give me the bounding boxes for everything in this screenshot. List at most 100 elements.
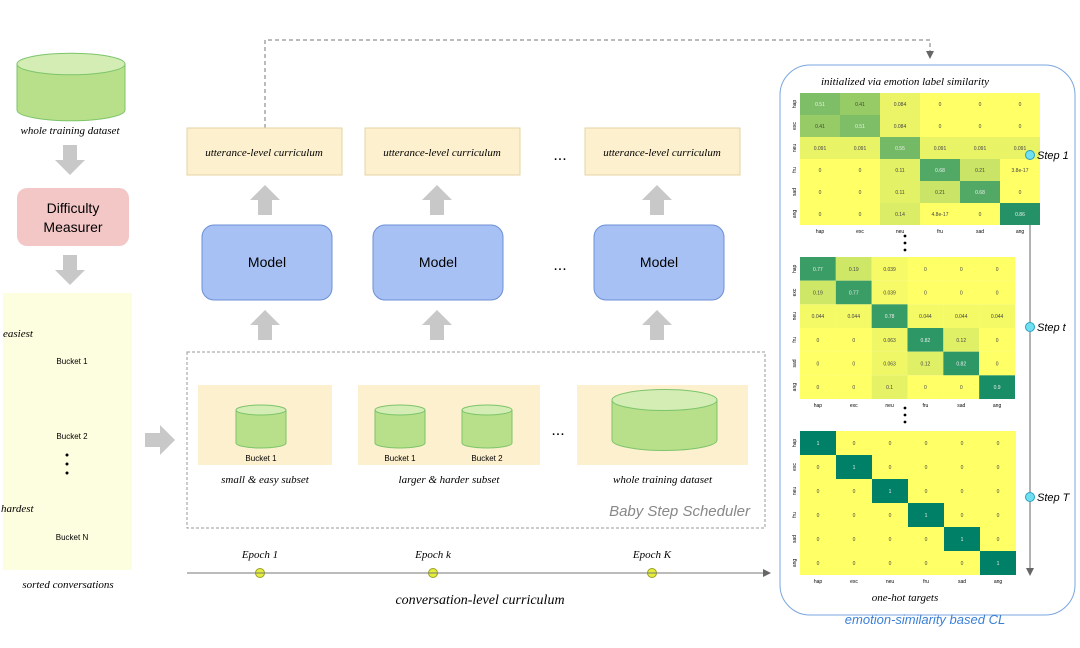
heatmap-cell (944, 503, 980, 527)
heatmap-cell (943, 257, 980, 281)
cl-title: initialized via emotion label similarity (821, 76, 989, 88)
heatmap-cell (872, 503, 908, 527)
heatmap-cell (836, 479, 872, 503)
heatmap-value: 0.19 (813, 291, 823, 297)
cl-panel (779, 64, 1076, 616)
heatmap-cell (872, 455, 908, 479)
heatmap-cell (880, 93, 920, 115)
heatmap-value: 0 (817, 338, 820, 344)
heatmap-cell (840, 203, 880, 225)
scheduler-box (186, 351, 766, 529)
step-marker (1025, 150, 1035, 160)
heatmap-value: 0.044 (919, 314, 932, 320)
heatmap-value: 0 (889, 465, 892, 471)
heatmap-value: 0 (853, 441, 856, 447)
heatmap-value: 0 (997, 537, 1000, 543)
heatmap-cell (980, 503, 1016, 527)
heatmap-value: 0.091 (1014, 146, 1027, 152)
x-tick-label: neu (886, 579, 895, 585)
heatmap-value: 0.82 (921, 338, 931, 344)
heatmap-value: 0 (960, 267, 963, 273)
heatmap-cell (836, 431, 872, 455)
heatmap-value: 0 (853, 513, 856, 519)
heatmap-cell (840, 137, 880, 159)
heatmap-value: 0.039 (883, 291, 896, 297)
step-label: Step 1 (1037, 150, 1069, 162)
heatmap-value: 0 (859, 212, 862, 218)
heatmap-value: 0.039 (883, 267, 896, 273)
heatmap-value: 0.12 (956, 338, 966, 344)
heatmap-cell (979, 257, 1015, 281)
y-tick-label: hap (792, 100, 798, 109)
heatmap-value: 0 (960, 385, 963, 391)
heatmap-value: 0.063 (883, 338, 896, 344)
heatmap-cell (872, 527, 908, 551)
heatmap-cell (871, 351, 908, 376)
heatmap-cell (800, 159, 840, 181)
heatmap-cell (835, 351, 872, 376)
heatmap-value: 0 (996, 362, 999, 368)
heatmap-cell (944, 479, 980, 503)
heatmap-cell (907, 375, 944, 399)
heatmap-value: 0 (1019, 124, 1022, 130)
heatmap-value: 0.9 (994, 385, 1001, 391)
heatmap-value: 0.044 (847, 314, 860, 320)
heatmap-cell (960, 159, 1000, 181)
y-tick-label: sad (792, 535, 798, 543)
model-label: Model (248, 254, 286, 270)
heatmap-cell (1000, 181, 1040, 203)
heatmap-cell (800, 527, 836, 551)
heatmap-value: 0 (924, 267, 927, 273)
heatmap-value: 1 (961, 537, 964, 543)
model-label: Model (640, 254, 678, 270)
x-tick-label: exc (850, 403, 858, 409)
heatmap-value: 0.68 (975, 190, 985, 196)
heatmap-value: 0.044 (991, 314, 1004, 320)
heatmap-cell (836, 551, 872, 575)
heatmap-cell (872, 479, 908, 503)
heatmap-value: 0 (961, 513, 964, 519)
heatmap-value: 0 (961, 489, 964, 495)
heatmap-cell (835, 375, 872, 399)
heatmap-value: 0.091 (974, 146, 987, 152)
y-tick-label: fru (792, 512, 798, 518)
y-tick-label: hap (792, 264, 798, 273)
step-label: Step t (1037, 322, 1067, 334)
y-tick-label: hap (792, 439, 798, 448)
heatmap-cell (1000, 115, 1040, 137)
database-cylinder-icon (461, 404, 513, 449)
heatmap-cell (944, 527, 980, 551)
heatmap-value: 0 (859, 190, 862, 196)
heatmap-value: 0 (889, 513, 892, 519)
heatmap-cell (1000, 93, 1040, 115)
x-tick-label: ang (1016, 229, 1025, 235)
heatmap-value: 0 (853, 561, 856, 567)
heatmap-value: 0.084 (894, 124, 907, 130)
heatmap-cell (920, 203, 960, 225)
heatmap-value: 0.55 (895, 146, 905, 152)
x-tick-label: exc (850, 579, 858, 585)
heatmap-cell (980, 527, 1016, 551)
heatmap-value: 0 (817, 489, 820, 495)
heatmap-value: 0 (889, 441, 892, 447)
model-label: Model (419, 254, 457, 270)
heatmap-value: 0 (852, 362, 855, 368)
heatmap-cell (980, 551, 1016, 575)
heatmap-cell (840, 181, 880, 203)
heatmap-value: 0 (939, 124, 942, 130)
heatmap-cell (835, 328, 872, 352)
heatmap-value: 0 (817, 362, 820, 368)
heatmap-cell (908, 479, 944, 503)
down-arrow (55, 145, 85, 175)
heatmap-cell (960, 181, 1000, 203)
heatmap-value: 0 (925, 441, 928, 447)
heatmap-cell (836, 503, 872, 527)
scheduler-label: Baby Step Scheduler (609, 503, 751, 520)
up-arrow (250, 310, 280, 340)
y-tick-label: fru (792, 337, 798, 343)
easiest-label: easiest (3, 328, 34, 340)
heatmap-cell (908, 431, 944, 455)
heatmap-value: 0.19 (849, 267, 859, 273)
model-box (201, 224, 333, 301)
